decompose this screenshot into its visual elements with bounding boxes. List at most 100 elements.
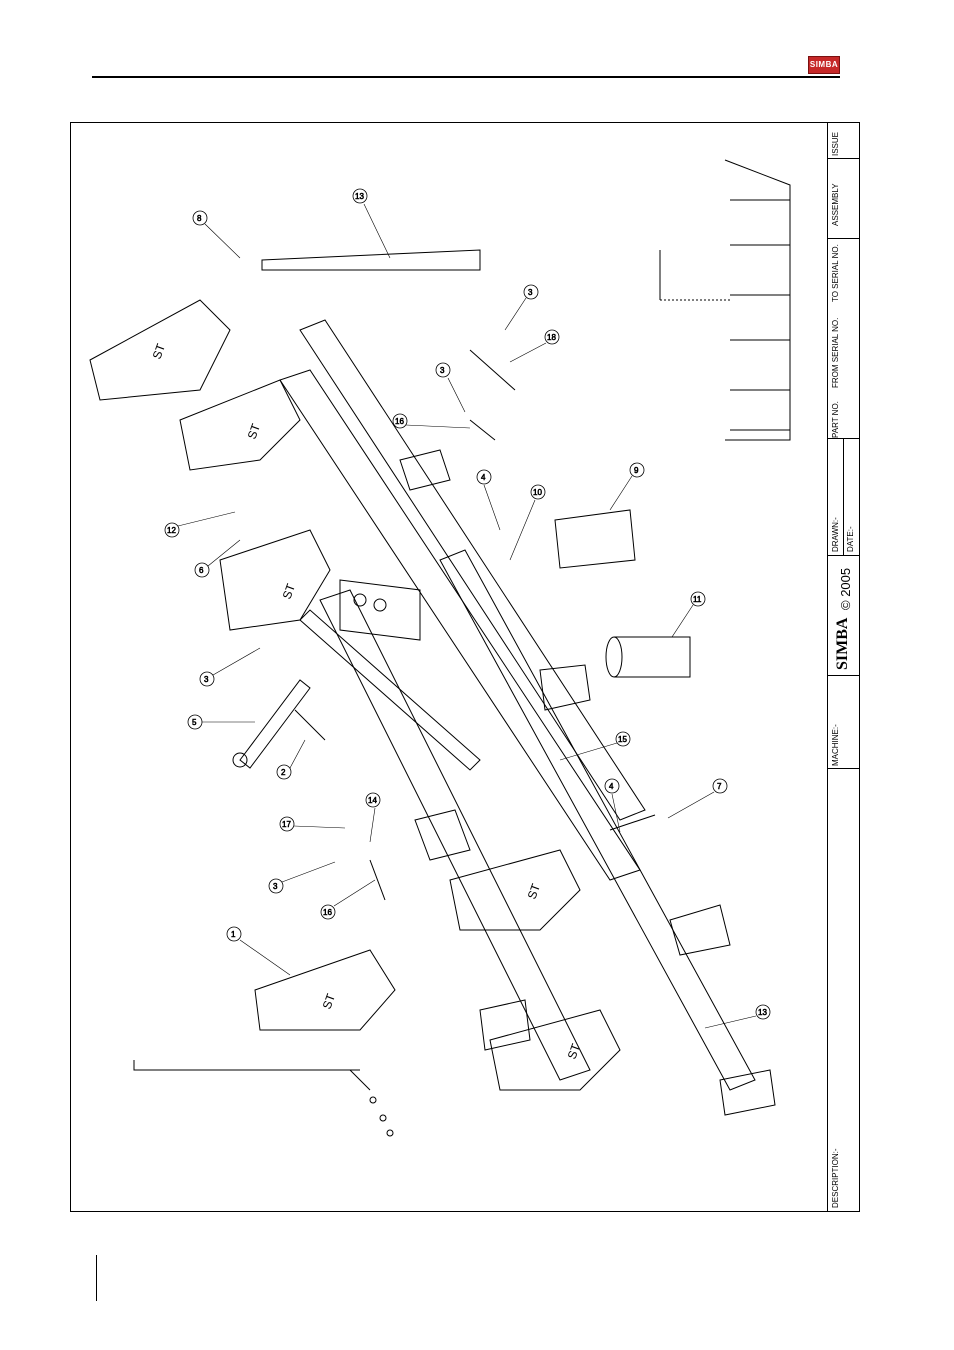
leg-assembly: [490, 1010, 620, 1090]
leader-line: [134, 1060, 360, 1070]
svg-text:18: 18: [547, 333, 556, 342]
svg-text:13: 13: [355, 192, 364, 201]
leader-line: [240, 940, 290, 975]
svg-text:1: 1: [231, 930, 236, 939]
manual-book: [555, 510, 635, 568]
leader-line: [484, 485, 500, 530]
share-point: [670, 905, 730, 955]
callout-balloon: 18: [545, 330, 559, 344]
svg-text:11: 11: [693, 595, 702, 604]
callout-balloon: 16: [393, 414, 407, 428]
main-beam: [280, 370, 640, 880]
leader-line: [672, 605, 693, 637]
svg-text:8: 8: [197, 214, 202, 223]
svg-text:9: 9: [634, 466, 639, 475]
part-marking: ST: [245, 421, 264, 441]
share-point: [400, 450, 450, 490]
svg-text:16: 16: [323, 908, 332, 917]
callout-balloon: 17: [280, 817, 294, 831]
svg-text:2: 2: [281, 768, 286, 777]
svg-text:12: 12: [167, 526, 176, 535]
svg-text:5: 5: [192, 718, 197, 727]
leader-line: [610, 476, 632, 510]
svg-text:4: 4: [481, 473, 486, 482]
part-marking: ST: [525, 881, 544, 901]
page-margin-mark: [96, 1255, 97, 1301]
svg-text:15: 15: [618, 735, 627, 744]
leader-line: [364, 204, 390, 258]
depth-bar: [262, 250, 480, 270]
leader-line: [510, 343, 546, 362]
callout-balloon: 3: [269, 879, 283, 893]
callout-balloon: 2: [277, 765, 291, 779]
pin-hole: [354, 594, 366, 606]
svg-text:3: 3: [273, 882, 278, 891]
part-marking: ST: [320, 991, 339, 1011]
leader-line: [334, 880, 375, 906]
main-beam: [300, 320, 645, 820]
leader-line: [705, 1016, 756, 1028]
callout-balloon: 3: [524, 285, 538, 299]
callout-balloon: 11: [691, 592, 705, 606]
svg-text:4: 4: [609, 782, 614, 791]
callout-balloon: 12: [165, 523, 179, 537]
leg-assembly: [180, 380, 300, 470]
cylinder-body: [614, 637, 690, 677]
main-beam: [440, 550, 755, 1090]
leader-line: [208, 540, 240, 566]
callout-balloon: 4: [605, 779, 619, 793]
svg-text:17: 17: [282, 820, 291, 829]
callout-balloon: 6: [195, 563, 209, 577]
pin: [295, 710, 325, 740]
nut: [387, 1130, 393, 1136]
leg-assembly: [255, 950, 395, 1030]
svg-text:16: 16: [395, 417, 404, 426]
svg-text:3: 3: [204, 675, 209, 684]
leader-line: [290, 740, 305, 768]
leader-line: [448, 378, 465, 412]
cylinder-end: [606, 637, 622, 677]
svg-text:10: 10: [533, 488, 542, 497]
callout-balloon: 13: [756, 1005, 770, 1019]
leg-assembly: [220, 530, 330, 630]
headstock-plate: [340, 580, 420, 640]
cross-member: [300, 610, 480, 770]
washer: [380, 1115, 386, 1121]
inset-plan-view: [660, 160, 790, 440]
part-marking: ST: [565, 1041, 584, 1061]
drawbar-bracket: [415, 810, 470, 860]
callout-balloon: 1: [227, 927, 241, 941]
part-marking: ST: [150, 341, 169, 361]
top-link: [240, 680, 310, 768]
leader-line: [505, 298, 526, 330]
svg-text:3: 3: [440, 366, 445, 375]
leader-line: [205, 224, 240, 258]
pin: [470, 350, 515, 390]
svg-text:14: 14: [368, 796, 377, 805]
callout-balloon: 4: [477, 470, 491, 484]
share-point: [720, 1070, 775, 1115]
leg-assembly: [450, 850, 580, 930]
leader-line: [510, 500, 535, 560]
callout-balloon: 9: [630, 463, 644, 477]
callout-balloon: 3: [436, 363, 450, 377]
pin: [370, 860, 385, 900]
callout-balloon: 16: [321, 905, 335, 919]
callout-balloon: 10: [531, 485, 545, 499]
pin: [470, 420, 495, 440]
bolt: [350, 1070, 370, 1090]
leader-line: [213, 648, 260, 675]
pin-hole: [374, 599, 386, 611]
svg-text:3: 3: [528, 288, 533, 297]
svg-text:7: 7: [717, 782, 722, 791]
svg-text:6: 6: [199, 566, 204, 575]
leader-line: [560, 743, 617, 760]
callout-balloon: 7: [713, 779, 727, 793]
callout-balloon: 14: [366, 793, 380, 807]
leader-line: [178, 512, 235, 526]
leader-line: [370, 808, 375, 842]
washer: [370, 1097, 376, 1103]
callout-balloon: 5: [188, 715, 202, 729]
part-marking: ST: [280, 581, 299, 601]
